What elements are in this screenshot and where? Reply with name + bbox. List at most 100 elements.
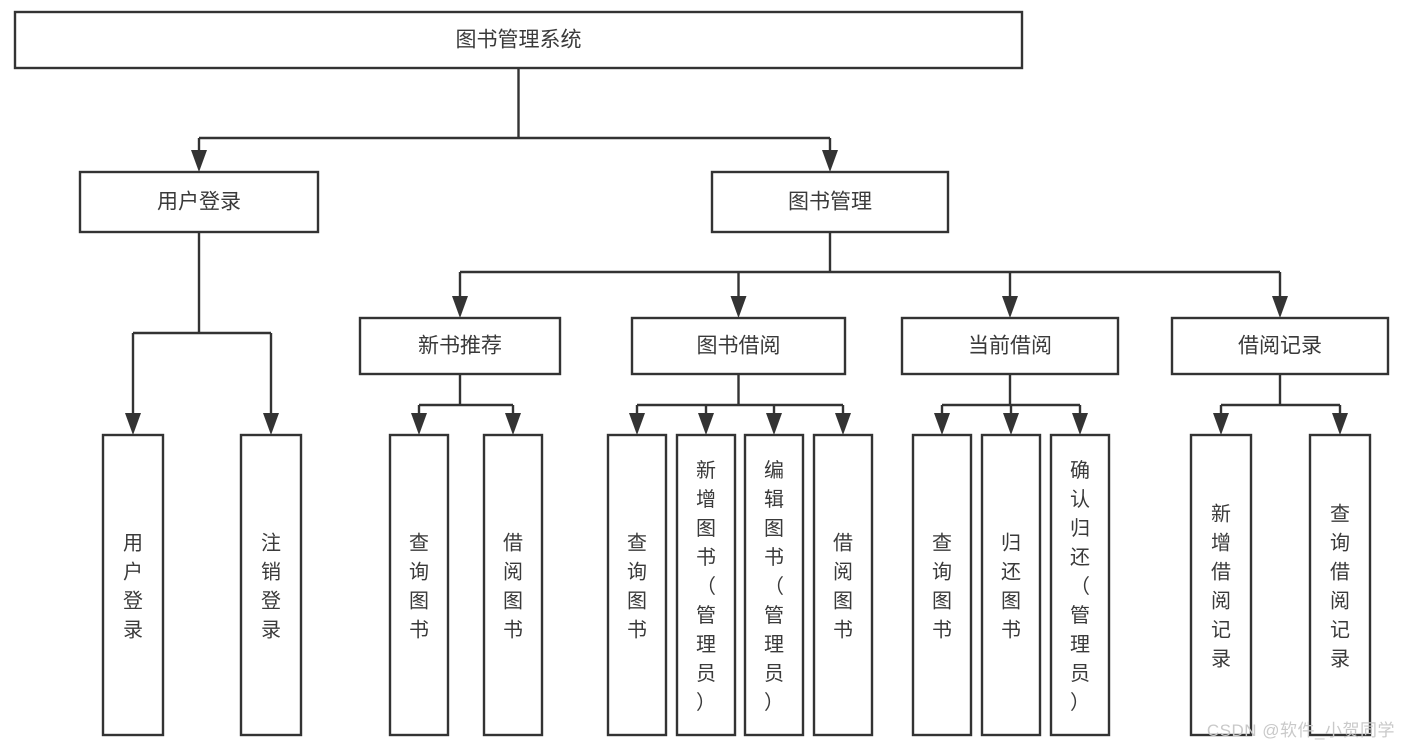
node-label-char: 户 (123, 561, 143, 584)
node-label-char: 图 (764, 518, 784, 540)
node-label-char: 书 (503, 619, 523, 642)
node-label-char: 书 (696, 546, 716, 569)
node-book-manage[interactable]: 图书管理 (710, 170, 950, 234)
arrow-head-icon (1002, 296, 1018, 318)
node-label-char: 借 (1330, 561, 1350, 584)
node-label-char: 归 (1070, 517, 1090, 540)
node-label-char: 图 (627, 591, 647, 613)
node-label-char: （ (696, 575, 716, 598)
node-label-char: 图 (833, 591, 853, 613)
arrow-head-icon (125, 413, 141, 435)
node-label-char: 新 (1211, 503, 1231, 526)
node-label-char: ） (696, 691, 716, 714)
node-label-char: 借 (1211, 561, 1231, 584)
node-label-char: 录 (1330, 649, 1350, 671)
node-label-char: 图 (1001, 591, 1021, 613)
node-leaf-user-login[interactable]: 用户登录 (101, 433, 165, 737)
node-label-char: 归 (1001, 532, 1021, 555)
node-label: 图书管理系统 (456, 29, 582, 52)
node-label-char: 询 (932, 561, 952, 584)
node-label-char: 阅 (833, 561, 853, 584)
arrow-head-icon (411, 413, 427, 435)
node-label-char: 图 (409, 591, 429, 613)
node-label-char: 阅 (503, 561, 523, 584)
node-root-root[interactable]: 图书管理系统 (13, 10, 1024, 70)
arrow-head-icon (1272, 296, 1288, 318)
arrow-head-icon (698, 413, 714, 435)
arrow-head-icon (191, 150, 207, 172)
node-label-char: 录 (261, 620, 281, 642)
node-label-char: 确 (1070, 459, 1090, 482)
node-label-char: 还 (1070, 546, 1090, 569)
node-label-char: 登 (123, 590, 143, 613)
node-label: 借阅记录 (1238, 335, 1322, 358)
node-label-char: 借 (833, 532, 853, 555)
node-label-char: 询 (1330, 532, 1350, 555)
node-label-char: 阅 (1330, 590, 1350, 613)
arrow-head-icon (822, 150, 838, 172)
node-label-char: 员 (696, 663, 716, 685)
node-label-char: 认 (1070, 488, 1090, 511)
node-label-char: 新 (696, 459, 716, 482)
node-label-char: 理 (1070, 634, 1090, 656)
node-label-char: 询 (627, 561, 647, 584)
nodes-layer: 图书管理系统用户登录图书管理新书推荐图书借阅当前借阅借阅记录用户登录注销登录查询… (13, 10, 1390, 737)
node-label-char: 图 (503, 591, 523, 613)
node-label-char: 录 (1211, 649, 1231, 671)
node-label-char: 阅 (1211, 590, 1231, 613)
arrow-head-icon (766, 413, 782, 435)
node-label-char: 员 (764, 663, 784, 685)
node-user-login[interactable]: 用户登录 (78, 170, 320, 234)
node-borrow-record[interactable]: 借阅记录 (1170, 316, 1390, 376)
arrow-head-icon (835, 413, 851, 435)
node-label-char: 还 (1001, 561, 1021, 584)
node-label-char: （ (764, 575, 784, 598)
arrow-head-icon (1072, 413, 1088, 435)
node-label-char: 记 (1330, 619, 1350, 642)
node-label-char: ） (764, 691, 784, 714)
arrow-head-icon (629, 413, 645, 435)
node-label-char: 增 (696, 488, 716, 511)
node-new-book-rec[interactable]: 新书推荐 (358, 316, 562, 376)
node-label-char: 管 (1070, 604, 1090, 627)
node-label-char: 书 (833, 619, 853, 642)
node-label-char: 管 (764, 604, 784, 627)
node-label-char: （ (1070, 575, 1090, 598)
node-label-char: 图 (932, 591, 952, 613)
node-label-char: 查 (1330, 503, 1350, 526)
node-label: 图书借阅 (697, 335, 781, 358)
node-current-borrow[interactable]: 当前借阅 (900, 316, 1120, 376)
arrow-head-icon (263, 413, 279, 435)
node-label: 图书管理 (788, 191, 872, 214)
node-book-borrow[interactable]: 图书借阅 (630, 316, 847, 376)
node-label-char: 书 (409, 619, 429, 642)
node-label-char: 编 (764, 459, 784, 482)
node-label-char: 理 (696, 634, 716, 656)
node-label-char: 借 (503, 532, 523, 555)
node-label: 新书推荐 (418, 335, 502, 358)
node-label-char: 书 (932, 619, 952, 642)
node-label-char: 注 (261, 532, 281, 555)
arrow-head-icon (505, 413, 521, 435)
arrow-head-icon (452, 296, 468, 318)
node-label-char: 用 (123, 533, 143, 555)
connectors-layer (125, 68, 1348, 435)
node-label-char: 记 (1211, 619, 1231, 642)
node-label-char: 增 (1211, 532, 1231, 555)
node-label-char: 员 (1070, 663, 1090, 685)
node-label-char: 管 (696, 604, 716, 627)
arrow-head-icon (1213, 413, 1229, 435)
